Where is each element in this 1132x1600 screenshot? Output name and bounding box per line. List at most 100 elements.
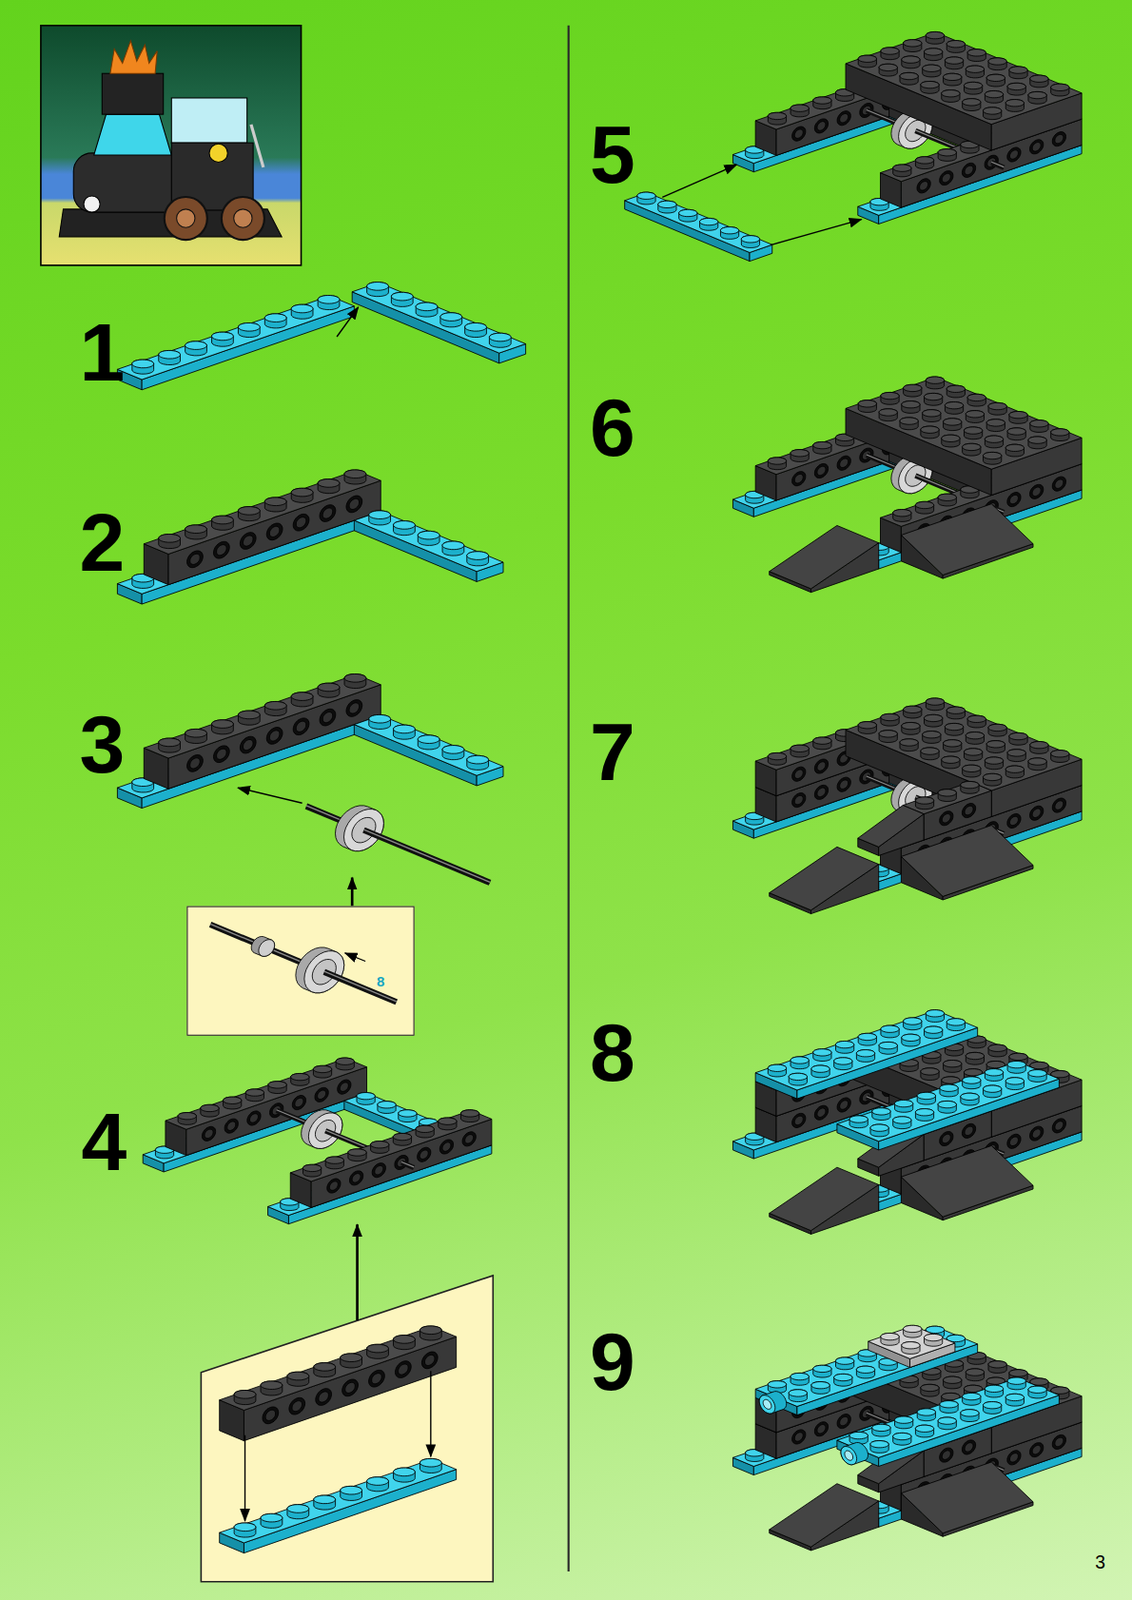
stud	[880, 47, 899, 60]
technic-hole	[794, 1115, 803, 1125]
stud	[237, 710, 260, 720]
stud	[1030, 741, 1049, 749]
stud	[1028, 758, 1047, 771]
stud	[899, 739, 918, 746]
stud	[415, 1125, 434, 1138]
stud	[965, 1052, 984, 1065]
stud	[212, 515, 235, 530]
technic-hole	[327, 1178, 341, 1193]
technic-hole	[964, 1443, 974, 1452]
stud	[1007, 428, 1026, 435]
technic-hole	[1032, 1129, 1041, 1139]
stud	[658, 200, 677, 208]
brick-top	[219, 1327, 457, 1411]
technic-hole	[1054, 479, 1064, 488]
minifig-head	[209, 143, 228, 162]
brick-top	[351, 282, 526, 353]
stud	[835, 1357, 854, 1370]
stud	[260, 1513, 283, 1528]
technic-hole	[814, 784, 828, 800]
technic-hole	[424, 1354, 435, 1366]
technic-hole	[292, 513, 310, 531]
stud	[1005, 1393, 1024, 1406]
stud	[440, 312, 463, 322]
technic-hole	[837, 111, 851, 126]
stud	[1007, 1377, 1026, 1385]
stud	[767, 752, 786, 760]
technic-hole	[1052, 132, 1066, 147]
stud	[419, 1458, 442, 1473]
technic-hole	[792, 793, 806, 808]
technic-hole	[419, 1150, 429, 1159]
stud	[340, 1485, 363, 1501]
technic-hole	[247, 1111, 261, 1126]
stud	[1051, 429, 1070, 442]
stud	[767, 1381, 786, 1388]
loco-chimney	[101, 73, 163, 115]
technic-hole	[318, 1391, 330, 1403]
stud	[234, 1390, 256, 1400]
technic-hole	[319, 708, 336, 726]
stud	[390, 292, 413, 301]
stud	[858, 1033, 877, 1046]
stud	[941, 90, 960, 98]
technic-hole	[814, 464, 828, 479]
stud	[943, 418, 962, 431]
stud	[901, 1342, 920, 1349]
technic-hole	[1054, 134, 1064, 143]
stud	[158, 534, 181, 544]
stud	[924, 48, 943, 61]
stud	[767, 112, 786, 119]
stud	[720, 227, 739, 235]
brick-end	[351, 292, 500, 364]
stud	[944, 402, 963, 410]
technic-hole	[1007, 1133, 1021, 1149]
stud	[937, 789, 957, 802]
technic-hole	[794, 769, 803, 779]
stud	[963, 427, 982, 440]
stud	[467, 755, 489, 770]
stud	[920, 1384, 939, 1397]
stud	[393, 724, 416, 734]
technic-hole	[269, 730, 280, 742]
stud	[893, 1432, 912, 1440]
stud	[790, 104, 809, 112]
stud	[1007, 1377, 1026, 1390]
step-model	[732, 1325, 1082, 1551]
stud	[872, 1424, 891, 1437]
technic-hole	[294, 1097, 304, 1107]
stud	[185, 525, 208, 534]
stud	[1005, 99, 1024, 107]
stud	[925, 698, 944, 705]
technic-hole	[201, 1126, 215, 1141]
wheel-hub	[295, 947, 345, 994]
stud	[962, 1392, 981, 1400]
stud	[925, 31, 944, 39]
stud	[811, 1382, 830, 1389]
stud	[1028, 1385, 1047, 1393]
stud	[1030, 75, 1049, 82]
axle	[991, 162, 1004, 168]
technic-hole	[322, 712, 333, 723]
technic-hole	[792, 1112, 806, 1128]
stud	[767, 752, 786, 765]
stud	[986, 419, 1005, 432]
stud	[986, 741, 1005, 754]
stud	[317, 479, 340, 494]
brick-top	[143, 470, 381, 555]
stud	[941, 434, 960, 448]
brick-top	[868, 1326, 956, 1360]
technic-hole	[398, 1364, 410, 1375]
technic-hole	[216, 748, 228, 760]
stud	[895, 1416, 914, 1429]
stud	[849, 1115, 868, 1123]
stud	[790, 449, 809, 463]
stud	[937, 149, 957, 162]
stud	[287, 1504, 310, 1520]
axle	[324, 972, 397, 1003]
stud	[924, 1026, 943, 1039]
stud	[291, 1073, 310, 1086]
brick-top	[143, 674, 381, 759]
stud	[920, 80, 939, 94]
technic-hole	[1052, 1434, 1066, 1449]
